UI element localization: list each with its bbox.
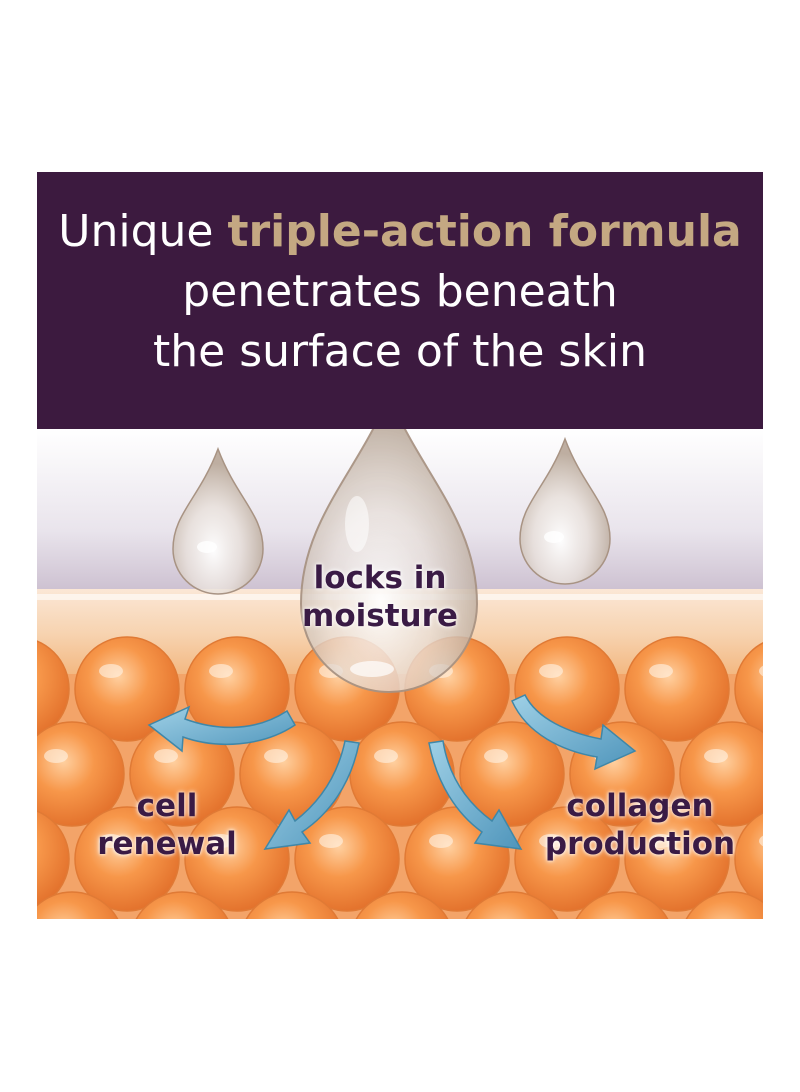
cell-highlight — [319, 834, 343, 848]
cell-highlight — [649, 834, 673, 848]
label-cell-renewal: cell renewal — [77, 787, 257, 863]
arrow-collagen-upper — [511, 694, 637, 771]
cell-highlight — [484, 749, 508, 763]
skin-cell — [514, 806, 620, 912]
label-cell-line-2: renewal — [97, 826, 237, 862]
label-moisture-line-1: locks in — [313, 560, 447, 596]
skin-cell — [624, 636, 730, 742]
cell-highlight — [99, 664, 123, 678]
skin-cell — [184, 806, 290, 912]
label-locks-in-moisture: locks in moisture — [280, 559, 480, 635]
cell-highlight — [649, 664, 673, 678]
skin-cell — [245, 891, 339, 919]
headline-banner: Unique triple-action formula penetrates … — [37, 172, 763, 429]
cell-highlight — [209, 664, 233, 678]
skin-cell — [74, 636, 180, 742]
label-collagen-production: collagen production — [525, 787, 755, 863]
infographic-panel: Unique triple-action formula penetrates … — [37, 172, 763, 919]
label-cell-line-1: cell — [136, 788, 198, 824]
cell-highlight — [44, 749, 68, 763]
cell-highlight — [539, 664, 563, 678]
large-drop-center — [299, 429, 479, 693]
cell-highlight — [429, 834, 453, 848]
small-drop-left — [172, 446, 264, 595]
skin-cell — [294, 806, 400, 912]
headline-accent: triple-action formula — [227, 206, 742, 257]
skin-layers-graphic — [37, 429, 763, 919]
skin-cell — [459, 721, 565, 827]
headline-line-1: Unique triple-action formula — [37, 204, 763, 260]
cell-highlight — [154, 749, 178, 763]
skin-cell — [355, 891, 449, 919]
cell-highlight — [264, 749, 288, 763]
headline-line-2: penetrates beneath — [182, 266, 618, 317]
cell-highlight — [759, 835, 763, 847]
cell-highlight — [539, 834, 563, 848]
skin-cell — [734, 642, 763, 736]
skin-cell — [37, 721, 125, 827]
skin-cell — [37, 640, 70, 738]
label-collagen-line-1: collagen — [566, 788, 714, 824]
cell-highlight — [99, 834, 123, 848]
skin-cell — [465, 891, 559, 919]
cell-highlight — [374, 749, 398, 763]
label-moisture-line-2: moisture — [302, 598, 458, 634]
arrow-cell-renewal-lower — [263, 740, 360, 850]
skin-cell — [575, 891, 669, 919]
skin-cell — [135, 891, 229, 919]
cell-highlight — [209, 834, 233, 848]
skin-cell — [624, 806, 730, 912]
skin-cell — [734, 812, 763, 906]
headline-line-3: the surface of the skin — [153, 326, 647, 377]
arrow-cell-renewal-upper — [147, 705, 296, 753]
cell-highlight — [704, 749, 728, 763]
cell-highlight — [759, 665, 763, 677]
skin-cell — [37, 810, 70, 908]
arrow-collagen-lower — [428, 740, 523, 850]
skin-cell — [37, 891, 119, 919]
skin-cell — [679, 721, 763, 827]
label-collagen-line-2: production — [544, 826, 736, 862]
skin-cell — [685, 891, 763, 919]
headline-prefix: Unique — [58, 206, 228, 257]
skin-illustration: locks in moisture cell renewal collagen … — [37, 429, 763, 919]
small-drop-right — [519, 436, 611, 585]
skin-cell — [74, 806, 180, 912]
